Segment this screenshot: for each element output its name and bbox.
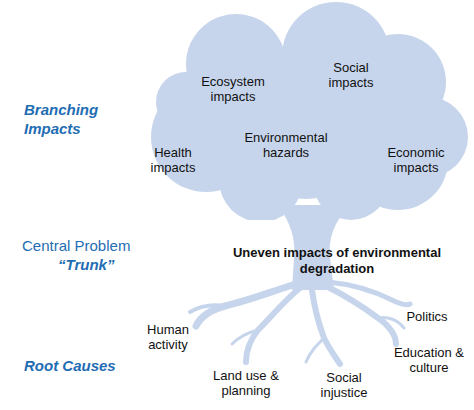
cloud-shape <box>136 2 472 220</box>
section-heading: Central Problem <box>22 237 172 255</box>
root-cause: Social injustice <box>312 370 376 400</box>
impact-text: Health impacts <box>142 145 204 175</box>
tree-crown: Ecosystem impacts Social impactsHealth im… <box>136 2 472 220</box>
cloud-lobe <box>313 144 389 220</box>
section-heading: “Trunk” <box>58 256 148 274</box>
impact-text: Ecosystem impacts <box>188 74 278 104</box>
central-problem: Uneven impacts of environmental degradat… <box>232 245 442 277</box>
root-cause: Education & culture <box>388 345 470 375</box>
section-heading: Branching Impacts <box>24 100 124 138</box>
root-cause: Politics <box>398 309 456 324</box>
impact-text: Social impacts <box>312 60 390 90</box>
root-cause: Land use & planning <box>200 368 292 398</box>
impact-text: Economic impacts <box>376 145 456 175</box>
section-heading: Root Causes <box>24 357 134 375</box>
root-cause: Human activity <box>138 322 198 352</box>
impact-text: Environmental hazards <box>234 130 338 160</box>
